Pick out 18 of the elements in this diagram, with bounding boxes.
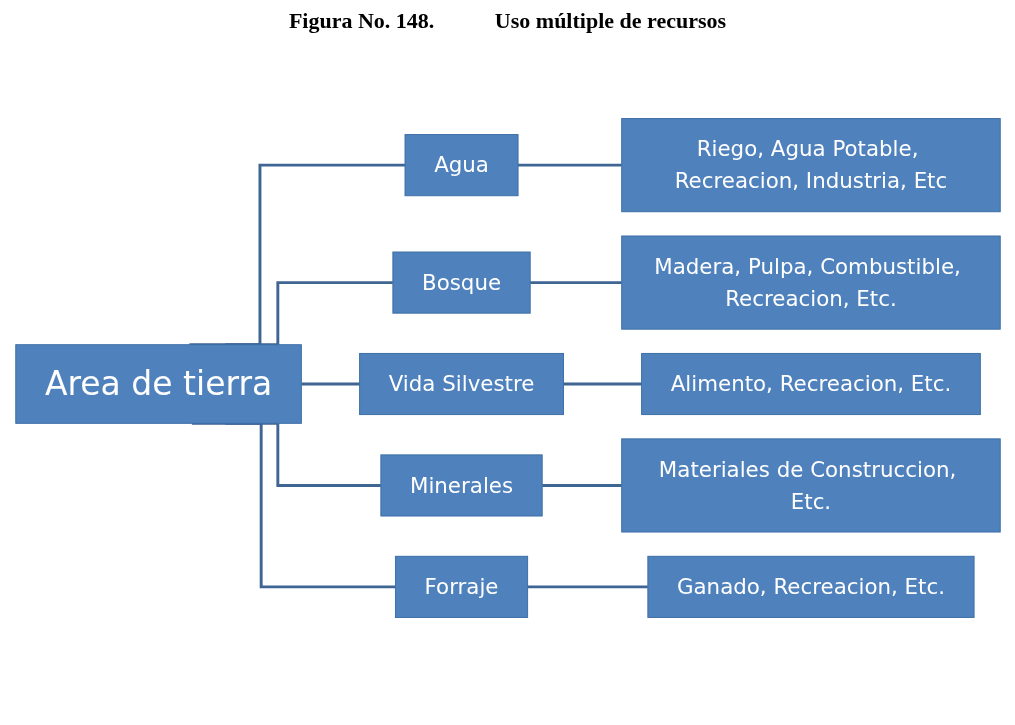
node-box: Ganado, Recreacion, Etc. [646,555,975,618]
node-box: Minerales [379,454,543,517]
node-box: Madera, Pulpa, Combustible, Recreacion, Etc. [620,235,1001,330]
connector [517,163,622,167]
node-box: Vida Silvestre [358,352,564,416]
figure-title: Figura No. 148. Uso múltiple de recursos [287,8,728,34]
connector [300,382,360,386]
connector [562,382,642,386]
node-box: Area de tierra [14,344,302,424]
connector [529,281,622,285]
node-box: Bosque [391,251,531,314]
connector [527,585,648,589]
node-box: Alimento, Recreacion, Etc. [640,352,981,416]
connector [541,484,622,487]
node-box: Forraje [394,555,528,618]
node-box: Agua [404,134,519,197]
node-box: Materiales de Construccion, Etc. [620,438,1001,533]
node-box: Riego, Agua Potable, Recreacion, Industria, Etc [620,118,1001,213]
